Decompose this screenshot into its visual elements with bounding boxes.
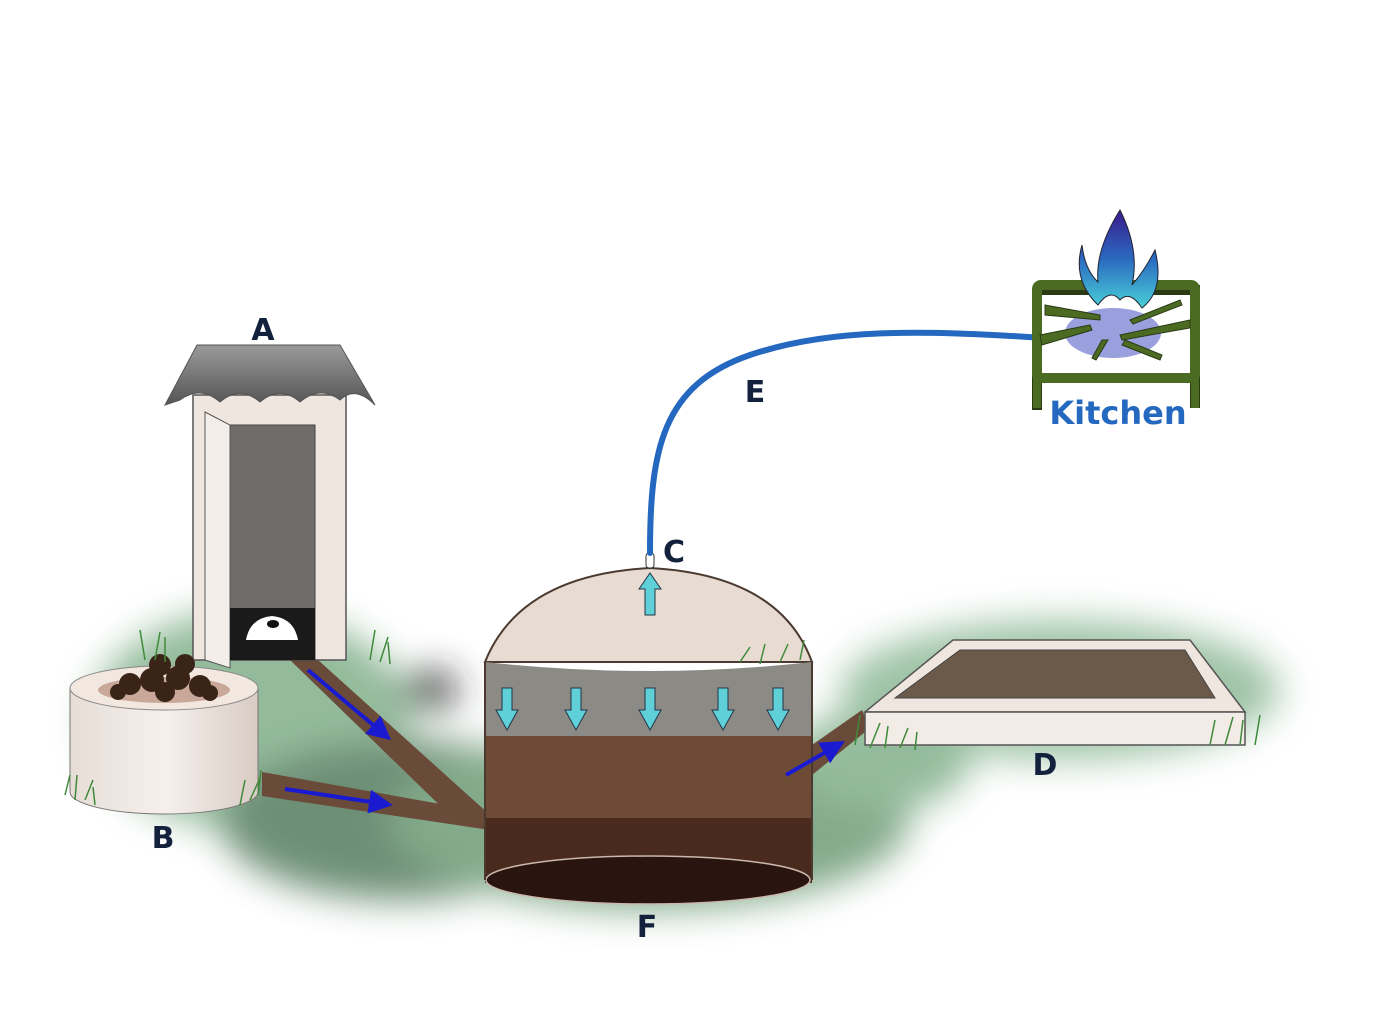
- gas-pressure-arrows: [495, 572, 790, 732]
- flow-arrows: [284, 668, 845, 814]
- gas-pipe: [647, 329, 1048, 556]
- dung-pit: [69, 654, 259, 815]
- grass-tufts: [64, 629, 1261, 806]
- label-d: D: [1033, 748, 1058, 783]
- digester: [483, 552, 814, 905]
- slurry-tank: [862, 639, 1247, 746]
- label-f: F: [637, 910, 658, 945]
- label-c: C: [663, 535, 685, 570]
- label-e: E: [745, 375, 766, 410]
- label-a: A: [251, 313, 275, 348]
- kitchen-stove: [1032, 208, 1200, 410]
- flame-icon: [1078, 208, 1159, 309]
- latrine: [163, 344, 376, 669]
- label-kitchen: Kitchen: [1049, 394, 1186, 432]
- label-b: B: [152, 821, 175, 856]
